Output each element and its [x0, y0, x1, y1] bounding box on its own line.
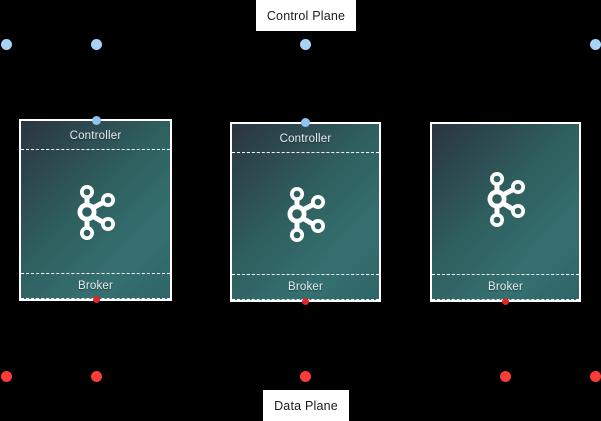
node-3-content: Broker — [432, 124, 579, 300]
kafka-logo-icon — [487, 172, 525, 227]
node-1[interactable]: Controller Broker — [19, 119, 172, 301]
node-2-broker-band[interactable]: Broker — [232, 274, 379, 300]
node-1-control-anchor[interactable] — [91, 115, 101, 125]
data-port-4[interactable] — [499, 370, 511, 382]
node-2-data-anchor[interactable] — [301, 297, 309, 305]
data-plane-label: Data Plane — [263, 390, 349, 421]
control-port-1[interactable] — [0, 38, 12, 50]
control-port-2[interactable] — [90, 38, 102, 50]
node-1-controller-band[interactable]: Controller — [21, 121, 170, 150]
kafka-logo-icon — [77, 184, 115, 240]
control-port-4[interactable] — [589, 38, 601, 50]
data-port-3[interactable] — [299, 370, 311, 382]
node-2-controller-band[interactable]: Controller — [232, 124, 379, 153]
control-port-3[interactable] — [299, 38, 311, 50]
node-2-icon-area — [232, 153, 379, 274]
node-1-data-anchor[interactable] — [92, 295, 100, 303]
data-port-2[interactable] — [90, 370, 102, 382]
node-3[interactable]: Broker — [430, 122, 581, 302]
node-2-control-anchor[interactable] — [300, 117, 310, 127]
node-1-content: Controller Broker — [21, 121, 170, 299]
node-3-broker-band[interactable]: Broker — [432, 274, 579, 300]
node-1-icon-area — [21, 150, 170, 273]
control-plane-label: Control Plane — [256, 0, 356, 31]
data-port-1[interactable] — [0, 370, 12, 382]
node-2[interactable]: Controller Broker — [230, 122, 381, 302]
node-3-icon-area — [432, 124, 579, 274]
data-port-5[interactable] — [589, 370, 601, 382]
node-3-data-anchor[interactable] — [501, 297, 509, 305]
node-2-content: Controller Broker — [232, 124, 379, 300]
kafka-logo-icon — [287, 186, 325, 242]
